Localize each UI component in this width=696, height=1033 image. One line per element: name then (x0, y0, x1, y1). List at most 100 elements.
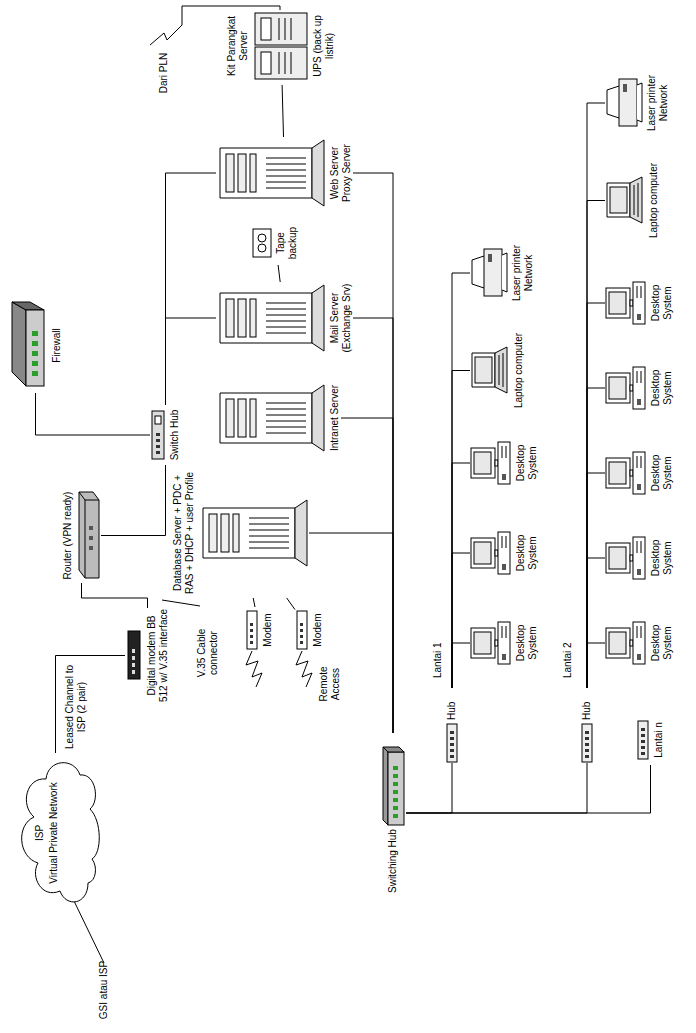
device-label: Switching Hub (387, 829, 399, 893)
device-label: Mail Server (Exchange Srv) (329, 282, 353, 354)
desktop-pc: Desktop System (470, 428, 539, 498)
device-label: Desktop System (650, 438, 674, 508)
network-cable (452, 273, 470, 688)
tape-backup-icon (252, 228, 272, 258)
desktop-pc: Desktop System (605, 268, 674, 338)
laser-printer: Laser printer Network (605, 63, 670, 143)
desktop-pc-icon (470, 438, 512, 488)
network-cable (406, 763, 587, 813)
laptop-pc-icon (470, 346, 510, 396)
desktop-pc: Desktop System (605, 608, 674, 678)
free-label: Remote Access (318, 653, 342, 715)
server-tower: Mail Server (Exchange Srv) (216, 282, 353, 354)
network-cable (309, 533, 393, 733)
desktop-pc: Desktop System (470, 608, 539, 678)
server-tower: Database Server + PDC + RAS + DHCP + use… (172, 468, 309, 598)
isp-leader (74, 901, 104, 963)
desktop-pc-icon (605, 533, 647, 583)
server-tower-icon (216, 383, 326, 453)
cloud-node: ISPVirtual Private Network (8, 753, 103, 913)
remote-zigzag (246, 651, 262, 687)
device-label: Hub (446, 702, 458, 720)
network-cable (587, 303, 605, 688)
device-label: Desktop System (515, 428, 539, 498)
network-cable (353, 318, 393, 733)
free-label: V.35 Cable connector (196, 608, 220, 698)
device-label: ISP (34, 753, 46, 913)
switch-hub: Switch Hub (150, 405, 181, 465)
modem-node: Modem (245, 607, 274, 653)
free-label: Lantai 2 (562, 618, 574, 678)
desktop-pc: Desktop System (605, 523, 674, 593)
modem-node: Modem (295, 607, 324, 653)
device-label: Hub (581, 702, 593, 720)
network-cable (452, 463, 470, 688)
network-cable (587, 558, 605, 688)
network-cable (452, 371, 470, 689)
server-tower: Web Server Proxy Server (216, 137, 353, 209)
laptop-pc: Laptop computer (605, 158, 660, 243)
network-cable (282, 85, 283, 137)
device-label: Desktop System (515, 608, 539, 678)
laptop-pc-icon (605, 176, 645, 226)
free-label: Dari PLN (158, 48, 170, 98)
laser-printer: Laser printer Network (470, 233, 535, 313)
device-label: Desktop System (650, 523, 674, 593)
device-label: Laptop computer (513, 328, 525, 413)
desktop-pc-icon (605, 278, 647, 328)
desktop-pc: Desktop System (470, 518, 539, 588)
device-label: Tape backup (275, 221, 299, 265)
free-label: Leased Channel to ISP (2 pair) (64, 663, 88, 751)
modem-node-icon (245, 610, 259, 650)
device-label: Lantai n (653, 715, 665, 765)
network-cable (452, 643, 470, 688)
free-label: GSI atau ISP (98, 955, 110, 1025)
network-cable (406, 765, 651, 813)
hub-node: Hub (445, 688, 459, 763)
desktop-pc-icon (605, 363, 647, 413)
desktop-pc-icon (470, 618, 512, 668)
modem-node-icon (295, 610, 309, 650)
device-label: Desktop System (515, 518, 539, 588)
device-label: Desktop System (650, 608, 674, 678)
network-cable (587, 643, 605, 688)
hub-node-icon (636, 720, 650, 760)
server-tower-icon (216, 138, 326, 208)
laser-printer-icon (605, 76, 643, 131)
laser-printer-icon (470, 246, 508, 301)
hub-node: Hub (580, 688, 594, 763)
device-label: Switch Hub (169, 405, 181, 465)
device-label: Router (VPN ready) (62, 488, 74, 583)
device-label: Laser printer Network (511, 233, 535, 313)
network-cable (36, 393, 151, 435)
hub-node: Lantai n (636, 715, 665, 765)
network-cable (253, 598, 255, 607)
server-tower: Intranet Server (216, 382, 341, 454)
network-cable (452, 553, 470, 688)
device-label: UPS (back up listrik) (312, 7, 336, 85)
desktop-pc-icon (605, 618, 647, 668)
device-label: Modem (312, 607, 324, 653)
remote-zigzag (296, 651, 312, 687)
device-label: Desktop System (650, 268, 674, 338)
hub-node-icon (580, 723, 594, 763)
desktop-pc-icon (470, 528, 512, 578)
switching-hub-icon (380, 746, 406, 826)
network-cable (341, 418, 393, 733)
device-label: Web Server Proxy Server (329, 137, 353, 209)
device-label: Virtual Private Network (48, 753, 60, 913)
network-cable (82, 583, 148, 608)
server-tower-icon (216, 283, 326, 353)
network-cable (587, 103, 605, 688)
network-cable (166, 173, 217, 405)
digital-modem: Digital modem BB 512 w/ V.35 interface (125, 608, 170, 703)
v35-leader (162, 600, 200, 606)
router-node-icon (77, 491, 101, 581)
switch-hub-icon (150, 410, 166, 460)
device-label: Firewall (51, 298, 63, 393)
firewall-node-icon (8, 301, 48, 391)
ups-unit: Kit Parangkat ServerUPS (back up listrik… (226, 7, 336, 85)
device-label: Desktop System (650, 353, 674, 423)
device-label: Intranet Server (329, 382, 341, 454)
